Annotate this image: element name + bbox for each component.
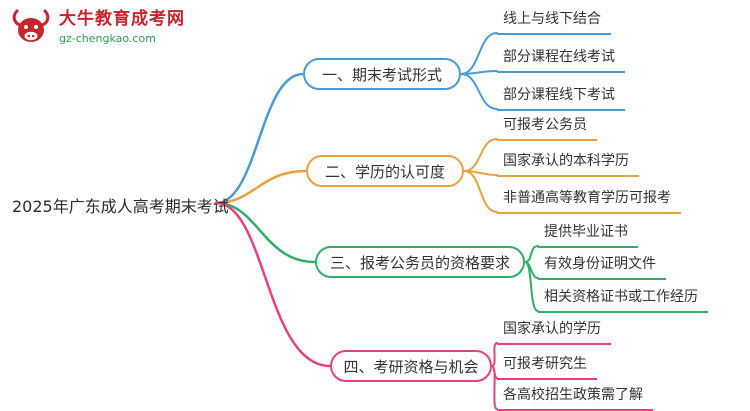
leaf-node: 非普通高等教育学历可报考 (497, 189, 681, 214)
connector-root-to-branch-4 (214, 201, 332, 368)
connector-branch1-leaf3 (460, 73, 498, 110)
root-node: 2025年广东成人高考期末考试 (12, 197, 229, 216)
leaf-node: 线上与线下结合 (497, 10, 611, 35)
leaf-node: 国家承认的学历 (497, 320, 611, 345)
connector-branch2-leaf3 (463, 170, 498, 213)
branch-node-postgrad-eligibility: 四、考研资格与机会 (330, 350, 492, 382)
logo-text: 大牛教育成考网 gz-chengkao.com (59, 9, 185, 44)
bull-logo-icon (12, 9, 50, 42)
leaf-node: 可报考研究生 (497, 355, 597, 380)
connector-branch1-leaf1 (460, 32, 498, 75)
leaf-node: 提供毕业证书 (538, 223, 638, 248)
connector-branch2-leaf1 (463, 138, 498, 172)
connector-root-to-branch-3 (214, 201, 317, 264)
leaf-node: 有效身份证明文件 (538, 255, 666, 280)
leaf-node: 部分课程线下考试 (497, 86, 625, 111)
connector-branch3-leaf1 (524, 245, 539, 263)
branch-node-civil-servant-requirements: 三、报考公务员的资格要求 (315, 246, 525, 278)
site-logo: 大牛教育成考网 gz-chengkao.com (10, 7, 185, 47)
connector-root-to-branch-1 (214, 72, 305, 205)
connector-branch3-leaf3 (524, 261, 539, 312)
connector-root-to-branch-2 (214, 169, 308, 205)
leaf-node: 部分课程在线考试 (497, 48, 625, 73)
connector-branch4-leaf3 (491, 365, 498, 410)
leaf-node: 国家承认的本科学历 (497, 152, 639, 177)
logo-title: 大牛教育成考网 (59, 9, 185, 30)
leaf-node: 可报考公务员 (497, 116, 597, 141)
leaf-node: 各高校招生政策需了解 (497, 386, 653, 411)
branch-node-exam-format: 一、期末考试形式 (303, 58, 461, 90)
branch-node-degree-recognition: 二、学历的认可度 (306, 155, 464, 187)
logo-url: gz-chengkao.com (59, 31, 156, 45)
connector-branch4-leaf1 (491, 342, 498, 367)
leaf-node: 相关资格证书或工作经历 (538, 288, 708, 313)
